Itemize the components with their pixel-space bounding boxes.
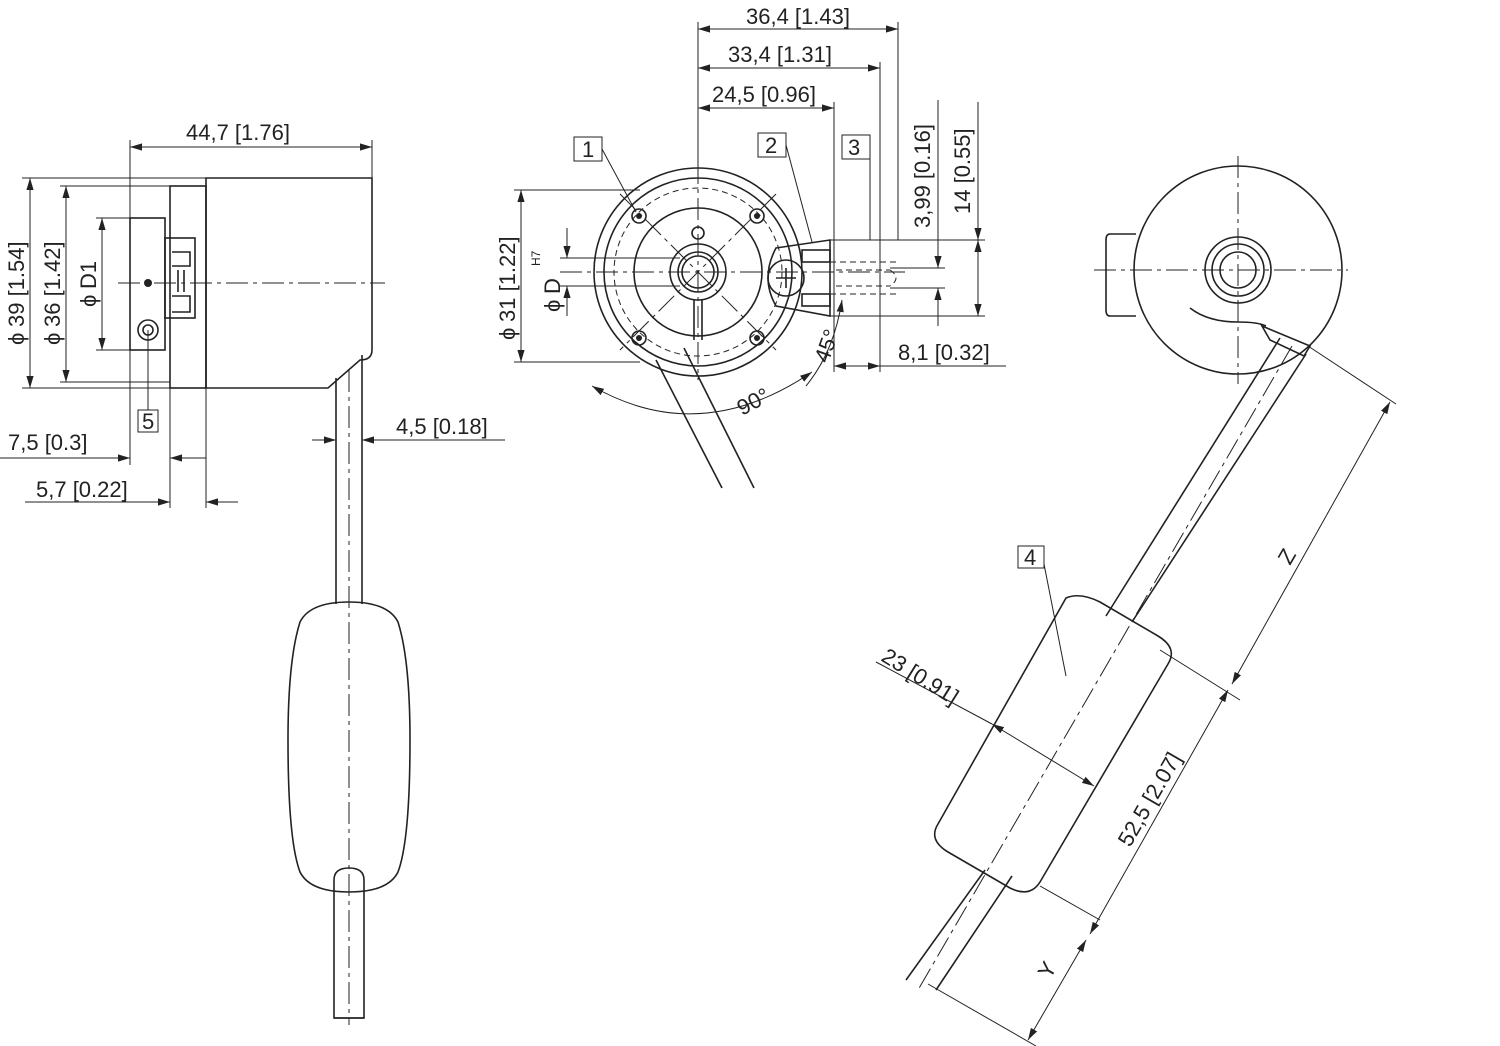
clamp-screw-block [164, 237, 196, 319]
dim-4-5-label: 4,5 [0.18] [396, 414, 488, 439]
torque-arm [767, 239, 831, 317]
dim-3-99-label: 3,99 [0.16] [910, 124, 935, 228]
dim-5-7-label: 5,7 [0.22] [36, 477, 128, 502]
callout-5-label: 5 [142, 409, 154, 434]
encoder-housing [205, 177, 373, 389]
dim-14-label: 14 [0.55] [950, 128, 975, 214]
callout-4-label: 4 [1024, 545, 1036, 570]
dim-31-symbol: ϕ [495, 328, 520, 340]
dim-d1-symbol: ϕ [76, 295, 101, 307]
dim-d-symbol: ϕ [540, 300, 565, 312]
dim-d1-label: D1 [76, 261, 101, 289]
dim-23-label: 23 [0.91] [877, 643, 963, 710]
dim-36-symbol: ϕ [40, 333, 65, 345]
flange [169, 185, 207, 389]
side-view: 44,7 [1.76] ϕ 39 [1.54] ϕ 36 [1.42] ϕ D1… [0, 120, 505, 1025]
dim-36-4-label: 36,4 [1.43] [746, 4, 850, 29]
callout-4-box [1017, 545, 1045, 569]
dim-39-label: 39 [1.54] [4, 241, 29, 327]
front-view: 36,4 [1.43] 33,4 [1.31] 24,5 [0.96] 1 2 … [495, 4, 1006, 489]
dim-7-5-label: 7,5 [0.3] [8, 430, 88, 455]
dim-44-7-label: 44,7 [1.76] [186, 120, 290, 145]
tol-h7-label: H7 [529, 250, 543, 266]
dim-52-5-label: 52,5 [2.07] [1113, 748, 1187, 851]
dim-8-1-label: 8,1 [0.32] [898, 340, 990, 365]
callout-5-box [137, 409, 159, 433]
dim-36-label: 36 [1.42] [40, 241, 65, 327]
angled-view: 4 23 [0.91] Z 52,5 [2.07] Y [875, 156, 1397, 1046]
angle-90-label: 90° [733, 383, 774, 421]
angle-45-label: 45° [809, 326, 844, 366]
dim-z-label: Z [1273, 544, 1301, 568]
ferrite-core [287, 601, 411, 893]
callout-2-label: 2 [765, 133, 777, 158]
dim-33-4-label: 33,4 [1.31] [728, 42, 832, 67]
dim-y-label: Y [1033, 957, 1062, 982]
ferrite-core-angled [933, 594, 1173, 893]
connector-stub [1105, 233, 1136, 317]
dim-24-5-label: 24,5 [0.96] [712, 82, 816, 107]
callout-3-label: 3 [848, 135, 860, 160]
dim-31-label: 31 [1.22] [495, 236, 520, 322]
dim-d-label: D [540, 278, 565, 294]
dim-39-symbol: ϕ [4, 333, 29, 345]
callout-1-label: 1 [582, 137, 594, 162]
